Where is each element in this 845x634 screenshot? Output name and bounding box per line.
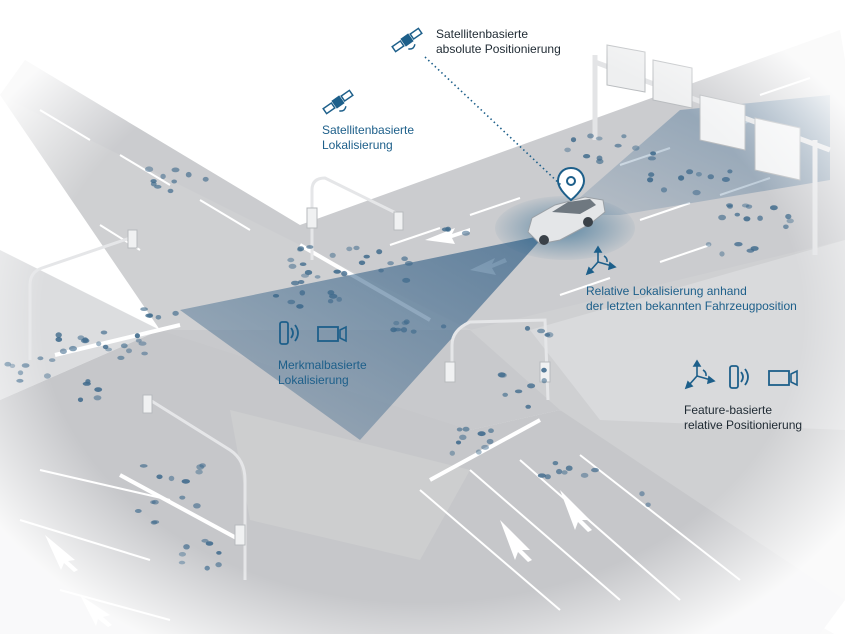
label-line: Merkmalbasierte: [278, 358, 367, 372]
label-line: der letzten bekannten Fahrzeugposition: [586, 299, 797, 313]
label-line: Lokalisierung: [322, 138, 393, 152]
label-line: Feature-basierte: [684, 403, 773, 417]
label-line: relative Positionierung: [684, 418, 803, 432]
axes-icon-2: [684, 359, 716, 390]
label-line: Lokalisierung: [278, 373, 349, 387]
satellite-icon: [391, 27, 423, 53]
label-satellite-localization: Satellitenbasierte Lokalisierung: [322, 123, 414, 153]
label-feature-localization: Merkmalbasierte Lokalisierung: [278, 358, 367, 388]
camera-icon-2: [768, 369, 798, 387]
radar-sensor-icon-2: [729, 365, 749, 389]
label-feature-relative: Feature-basierte relative Positionierung: [684, 403, 802, 433]
radar-sensor-icon: [279, 321, 299, 345]
label-relative-localization: Relative Lokalisierung anhand der letzte…: [586, 284, 797, 314]
satellite-icon-2: [322, 89, 354, 115]
label-line: absolute Positionierung: [436, 42, 561, 56]
label-line: Satellitenbasierte: [436, 27, 529, 41]
label-line: Relative Lokalisierung anhand: [586, 284, 747, 298]
label-line: Satellitenbasierte: [322, 123, 415, 137]
label-satellite-absolute: Satellitenbasierte absolute Positionieru…: [436, 27, 561, 57]
camera-icon: [317, 325, 347, 343]
axes-icon: [585, 245, 617, 276]
